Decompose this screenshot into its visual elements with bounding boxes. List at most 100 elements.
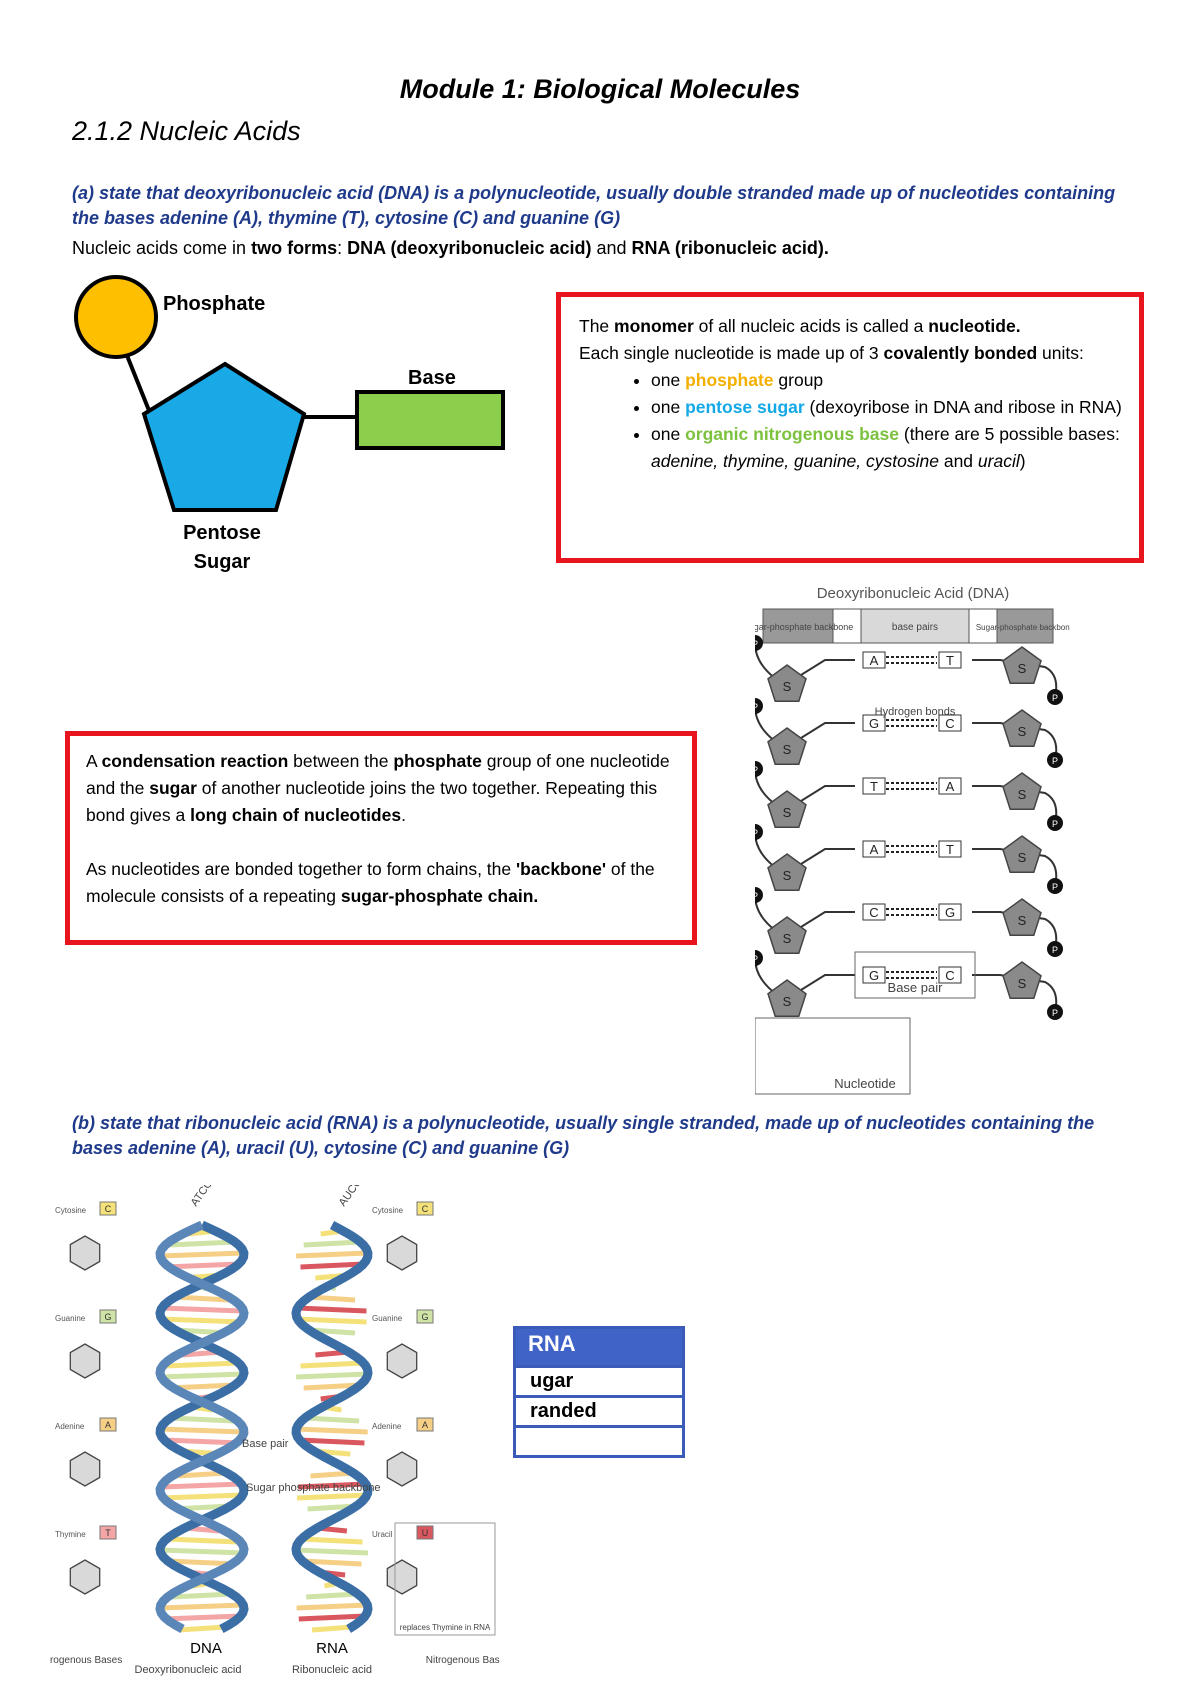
sugar-letter: S <box>1018 850 1027 865</box>
phosphate-label: Phosphate <box>163 293 266 315</box>
base-letter: T <box>946 842 954 857</box>
base-rung <box>311 1624 353 1633</box>
rna-comparison-table-fragment: RNA ugar randed <box>513 1326 685 1458</box>
base-letter: C <box>869 905 878 920</box>
sugar-pentagon <box>767 979 807 1017</box>
base-rung <box>162 1481 242 1490</box>
base-box <box>938 714 962 732</box>
unit-list: one phosphate group one pentose sugar (d… <box>579 367 1123 475</box>
phosphate-dot <box>1047 878 1063 894</box>
bar-left-label: Sugar-phosphate backbone <box>755 622 853 632</box>
base-rung <box>165 1261 239 1270</box>
phosphate-dot <box>755 887 763 903</box>
base-rung <box>166 1536 238 1545</box>
phosphate-letter: P <box>755 639 758 649</box>
base-box <box>938 840 962 858</box>
nitrogenous-bases-left: Nitrogenous Bases <box>50 1655 122 1666</box>
phosphate-letter: P <box>755 828 758 838</box>
base-rung <box>296 1602 368 1611</box>
sugar-pentagon <box>767 790 807 828</box>
pentose-sugar-shape <box>141 361 307 512</box>
base-letter: A <box>870 653 879 668</box>
base-ring <box>69 1559 101 1595</box>
phosphate-dot <box>755 824 763 840</box>
rna-table-header: RNA <box>516 1329 682 1365</box>
base-letter: T <box>870 779 878 794</box>
sugar-letter: S <box>783 805 792 820</box>
base-letter: A <box>870 842 879 857</box>
base-ring <box>386 1559 418 1595</box>
table-row: randed <box>516 1395 682 1425</box>
base-box <box>862 966 886 984</box>
base-letter-box <box>99 1201 117 1216</box>
phosphate-dot <box>1047 1004 1063 1020</box>
sugar-letter: S <box>783 679 792 694</box>
base-rung <box>295 1371 369 1380</box>
list-item: one phosphate group <box>651 367 1123 394</box>
condensation-paragraph-1: A condensation reaction between the phos… <box>86 751 670 825</box>
table-row: ugar <box>516 1365 682 1395</box>
base-letter-box <box>416 1417 434 1432</box>
base-rung <box>296 1492 368 1501</box>
sugar-letter: S <box>1018 724 1027 739</box>
phosphate-dot <box>755 698 763 714</box>
base-letter: C <box>945 716 954 731</box>
nucleotide-diagram <box>74 275 505 512</box>
base-ring <box>69 1235 101 1271</box>
base-rung <box>163 1613 241 1622</box>
base-letter-box <box>416 1309 434 1324</box>
base-rung <box>298 1613 366 1622</box>
base-rung <box>161 1305 243 1314</box>
phosphate-letter: P <box>1052 945 1058 955</box>
sugar-letter: S <box>783 742 792 757</box>
base-rung <box>160 1250 244 1259</box>
phosphate-dot <box>1047 752 1063 768</box>
base-box <box>938 903 962 921</box>
base-letter: G <box>945 905 955 920</box>
phosphate-dot <box>755 761 763 777</box>
base-name: Uracil <box>372 1530 393 1539</box>
base-rung <box>301 1536 363 1545</box>
sugar-pentagon <box>1002 646 1042 684</box>
base-rung <box>160 1426 244 1435</box>
base-letter: G <box>104 1312 111 1322</box>
nucleotide-label: Nucleotide <box>834 1076 895 1091</box>
sugar-label-2: Sugar <box>193 551 251 573</box>
dna-caption: DNA <box>190 1640 222 1657</box>
base-letter-box <box>99 1417 117 1432</box>
base-rung <box>178 1624 226 1633</box>
sugar-label-1: Pentose <box>183 522 261 544</box>
base-rung <box>306 1591 358 1600</box>
phosphate-dot <box>755 635 763 651</box>
base-rung <box>297 1305 367 1314</box>
base-name: Cytosine <box>55 1206 87 1215</box>
base-rung <box>303 1239 361 1248</box>
base-ring <box>69 1451 101 1487</box>
sugar-letter: S <box>1018 661 1027 676</box>
base-box <box>938 777 962 795</box>
base-rung <box>165 1360 239 1369</box>
helix-strand <box>155 1220 249 1633</box>
base-letter-box <box>416 1201 434 1216</box>
base-box <box>862 777 886 795</box>
sugar-pentagon <box>1002 961 1042 999</box>
base-pair-label: Base pair <box>888 980 944 995</box>
base-rung <box>175 1294 229 1303</box>
sugar-letter: S <box>1018 913 1027 928</box>
rna-full-caption: Ribonucleic acid <box>292 1664 372 1676</box>
helix-strand <box>291 1221 373 1633</box>
phosphate-dot <box>755 950 763 966</box>
helix-strand <box>155 1220 249 1633</box>
dna-structure-diagram: Deoxyribonucleic Acid (DNA) Sugar-phosph… <box>755 585 1070 1095</box>
base-rung <box>295 1547 369 1556</box>
base-letter: U <box>422 1528 429 1538</box>
sugar-letter: S <box>1018 787 1027 802</box>
base-letter: C <box>422 1204 429 1214</box>
phosphate-dot <box>1047 689 1063 705</box>
phosphate-letter: P <box>755 891 758 901</box>
phosphate-letter: P <box>1052 819 1058 829</box>
dna-sequence: ATCG <box>189 1185 216 1209</box>
base-letter-box <box>99 1309 117 1324</box>
base-ring <box>386 1235 418 1271</box>
base-rung <box>295 1250 369 1259</box>
